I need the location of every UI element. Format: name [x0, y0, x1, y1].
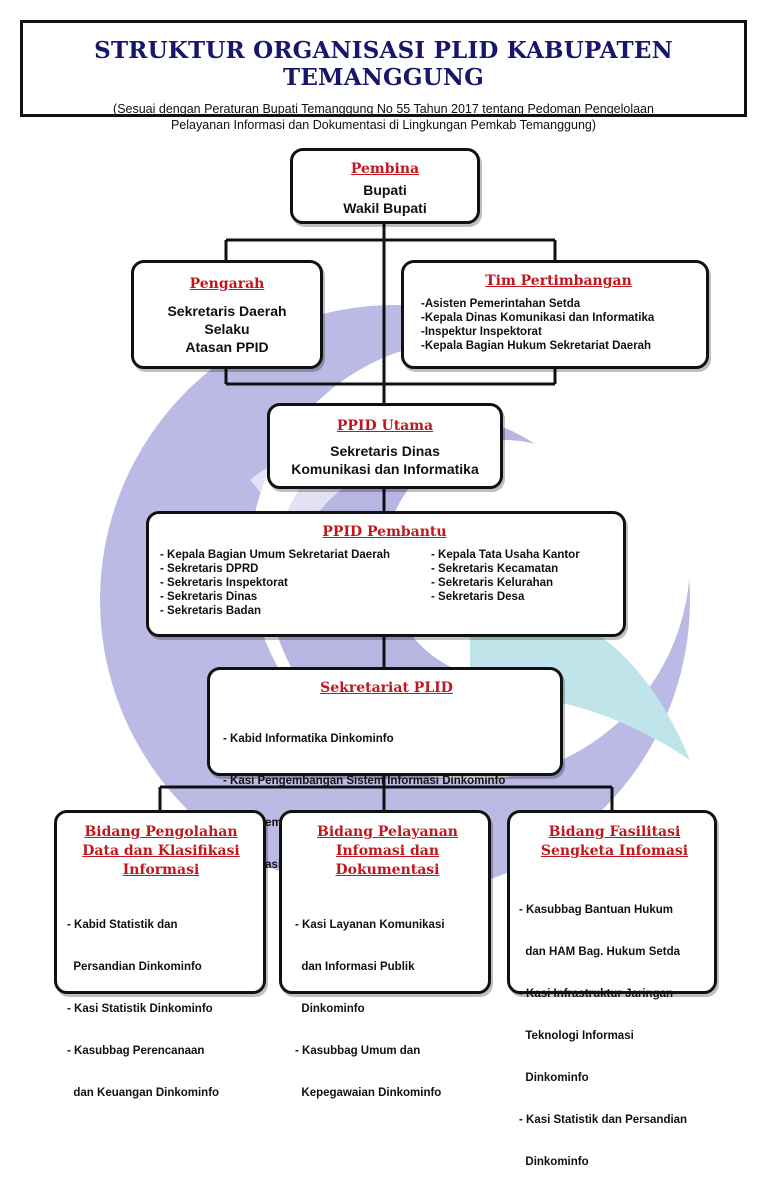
pembina-title: Pembina	[350, 161, 420, 177]
sekretariat-plid-box: Sekretariat PLID - Kabid Informatika Din…	[207, 667, 563, 871]
pengarah-line: Sekretaris Daerah	[167, 303, 287, 319]
list-item: dan HAM Bag. Hukum Setda	[519, 946, 681, 958]
title-line: Bidang Fasilitasi	[548, 824, 681, 840]
list-item: Teknologi Informasi	[519, 1030, 634, 1042]
list-item: - Kasubbag Perencanaan	[67, 1045, 205, 1057]
ppid-pembantu-right-list: - Kepala Tata Usaha Kantor - Sekretaris …	[431, 548, 609, 618]
bidang-fasilitasi-title: Bidang Fasilitasi Sengketa Infomasi	[519, 823, 710, 861]
list-item: -Asisten Pemerintahan Setda	[421, 298, 581, 310]
pembina-line: Wakil Bupati	[343, 200, 427, 216]
list-item: - Sekretaris Kecamatan	[431, 563, 559, 575]
page-title: STRUKTUR ORGANISASI PLID KABUPATEN TEMAN…	[94, 37, 673, 91]
list-item: - Sekretaris DPRD	[160, 563, 259, 575]
pengarah-members: Sekretaris Daerah Selaku Atasan PPID	[134, 302, 320, 356]
pengarah-line: Atasan PPID	[185, 339, 269, 355]
title-line: Sengketa Infomasi	[540, 843, 689, 859]
list-item: - Kepala Bagian Umum Sekretariat Daerah	[160, 549, 391, 561]
title-line: Dokumentasi	[335, 862, 440, 878]
bidang-fasilitasi-box: Bidang Fasilitasi Sengketa Infomasi - Ka…	[507, 810, 717, 1168]
pengarah-title: Pengarah	[189, 276, 265, 292]
title-line: Bidang Pengolahan	[84, 824, 238, 840]
ppid-utama-title: PPID Utama	[336, 418, 434, 434]
bidang-pelayanan-box: Bidang Pelayanan Infomasi dan Dokumentas…	[279, 810, 491, 1099]
subtitle-line-1: (Sesuai dengan Peraturan Bupati Temanggu…	[113, 102, 654, 116]
title-line: Informasi	[122, 862, 200, 878]
bidang-pengolahan-box: Bidang Pengolahan Data dan Klasifikasi I…	[54, 810, 266, 1099]
list-item: - Kasi Layanan Komunikasi	[295, 919, 445, 931]
list-item: - Sekretaris Badan	[160, 605, 261, 617]
pengarah-box: Pengarah Sekretaris Daerah Selaku Atasan…	[131, 260, 323, 369]
ppid-utama-line: Komunikasi dan Informatika	[291, 461, 479, 477]
list-item: - Kabid Statistik dan	[67, 919, 178, 931]
bidang-pelayanan-list: - Kasi Layanan Komunikasi dan Informasi …	[295, 890, 480, 1128]
pembina-box: Pembina Bupati Wakil Bupati	[290, 148, 480, 224]
list-item: - Kasubbag Umum dan	[295, 1045, 421, 1057]
list-item: - Sekretaris Dinas	[160, 591, 258, 603]
page-subtitle: (Sesuai dengan Peraturan Bupati Temanggu…	[23, 101, 744, 133]
org-chart-connectors	[158, 222, 614, 811]
list-item: - Sekretaris Desa	[431, 591, 525, 603]
list-item: Dinkominfo	[519, 1072, 589, 1084]
list-item: - Kabid Informatika Dinkominfo	[223, 733, 394, 745]
bidang-pelayanan-title: Bidang Pelayanan Infomasi dan Dokumentas…	[295, 823, 480, 880]
list-item: -Kepala Bagian Hukum Sekretariat Daerah	[421, 340, 652, 352]
list-item: Dinkominfo	[295, 1003, 365, 1015]
sekretariat-plid-title: Sekretariat PLID	[320, 680, 453, 696]
ppid-pembantu-title: PPID Pembantu	[322, 524, 447, 540]
pembina-members: Bupati Wakil Bupati	[293, 181, 477, 217]
ppid-pembantu-left-list: - Kepala Bagian Umum Sekretariat Daerah …	[160, 548, 390, 618]
title-line: Data dan Klasifikasi	[82, 843, 240, 859]
title-line: Bidang Pelayanan	[317, 824, 458, 840]
ppid-utama-box: PPID Utama Sekretaris Dinas Komunikasi d…	[267, 403, 503, 489]
ppid-pembantu-box: PPID Pembantu - Kepala Bagian Umum Sekre…	[146, 511, 626, 637]
subtitle-line-2: Pelayanan Informasi dan Dokumentasi di L…	[170, 118, 597, 132]
ppid-pembantu-columns: - Kepala Bagian Umum Sekretariat Daerah …	[160, 548, 609, 618]
bidang-pengolahan-title: Bidang Pengolahan Data dan Klasifikasi I…	[67, 823, 255, 880]
list-item: - Kepala Tata Usaha Kantor	[431, 549, 580, 561]
list-item: -Kepala Dinas Komunikasi dan Informatika	[421, 312, 655, 324]
bidang-fasilitasi-list: - Kasubbag Bantuan Hukum dan HAM Bag. Hu…	[519, 875, 710, 1197]
title-line: Infomasi dan	[335, 843, 440, 859]
ppid-utama-members: Sekretaris Dinas Komunikasi dan Informat…	[270, 442, 500, 478]
tim-pertimbangan-list: -Asisten Pemerintahan Setda -Kepala Dina…	[421, 297, 696, 353]
list-item: - Sekretaris Inspektorat	[160, 577, 288, 589]
list-item: - Kasi Statistik dan Persandian	[519, 1114, 688, 1126]
tim-pertimbangan-box: Tim Pertimbangan -Asisten Pemerintahan S…	[401, 260, 709, 369]
pembina-line: Bupati	[363, 182, 407, 198]
list-item: dan Keuangan Dinkominfo	[67, 1087, 220, 1099]
list-item: - Kasi Statistik Dinkominfo	[67, 1003, 213, 1015]
list-item: - Kasi Infrastruktur Jaringan	[519, 988, 674, 1000]
list-item: - Sekretaris Kelurahan	[431, 577, 554, 589]
list-item: dan Informasi Publik	[295, 961, 415, 973]
list-item: Kepegawaian Dinkominfo	[295, 1087, 442, 1099]
pengarah-line: Selaku	[204, 321, 250, 337]
list-item: - Kasi Pengembangan Sistem Informasi Din…	[223, 775, 506, 787]
list-item: Persandian Dinkominfo	[67, 961, 202, 973]
list-item: -Inspektur Inspektorat	[421, 326, 542, 338]
list-item: - Kasubbag Bantuan Hukum	[519, 904, 673, 916]
chart-header: STRUKTUR ORGANISASI PLID KABUPATEN TEMAN…	[20, 20, 747, 132]
ppid-utama-line: Sekretaris Dinas	[330, 443, 440, 459]
list-item: Dinkominfo	[519, 1156, 589, 1168]
bidang-pengolahan-list: - Kabid Statistik dan Persandian Dinkomi…	[67, 890, 255, 1128]
tim-pertimbangan-title: Tim Pertimbangan	[485, 273, 632, 289]
